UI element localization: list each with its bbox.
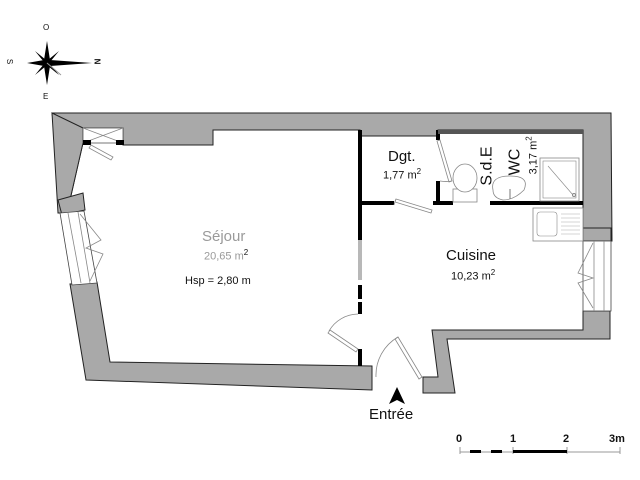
area-value: 20,65 m <box>204 250 244 263</box>
exterior-walls <box>51 112 613 394</box>
room-name-dgt: Dgt. <box>388 148 416 165</box>
room-name-wc: WC <box>506 148 524 176</box>
compass-west-label: O <box>43 23 50 32</box>
room-area-dgt: 1,77 m2 <box>383 167 421 182</box>
area-sup: 2 <box>524 136 534 141</box>
entrance-label: Entrée <box>369 406 414 423</box>
area-value: 10,23 m <box>451 270 491 283</box>
scale-tick-2: 2 <box>563 433 570 445</box>
window-top-left <box>82 127 124 161</box>
compass-east-label: E <box>43 92 49 101</box>
interior-partitions <box>358 130 583 366</box>
scale-tick-1: 1 <box>510 433 517 445</box>
scale-bar <box>459 447 621 454</box>
room-area-cuisine: 10,23 m2 <box>451 268 495 283</box>
window-right <box>577 240 612 312</box>
room-name-sde: S.d.E <box>478 146 496 186</box>
room-area-sejour: 20,65 m2 <box>204 248 248 263</box>
ceiling-height-note: Hsp = 2,80 m <box>185 275 251 287</box>
compass-south-label: S <box>5 58 15 65</box>
window-left <box>59 210 104 286</box>
scale-tick-3: 3m <box>609 433 625 445</box>
compass-rose-icon <box>27 41 92 85</box>
area-sup: 2 <box>490 268 496 277</box>
entrance-arrow-icon <box>389 387 405 404</box>
area-value: 3,17 m <box>527 140 540 175</box>
room-name-cuisine: Cuisine <box>446 247 497 264</box>
area-sup: 2 <box>416 167 422 176</box>
doors <box>327 139 453 380</box>
room-name-sejour: Séjour <box>202 228 246 245</box>
fixtures <box>452 157 584 242</box>
area-value: 1,77 m <box>383 169 417 182</box>
room-area-sde-wc: 3,17 m2 <box>525 136 540 174</box>
compass-north-label: N <box>92 58 102 65</box>
scale-tick-0: 0 <box>456 433 463 445</box>
area-sup: 2 <box>243 248 249 257</box>
